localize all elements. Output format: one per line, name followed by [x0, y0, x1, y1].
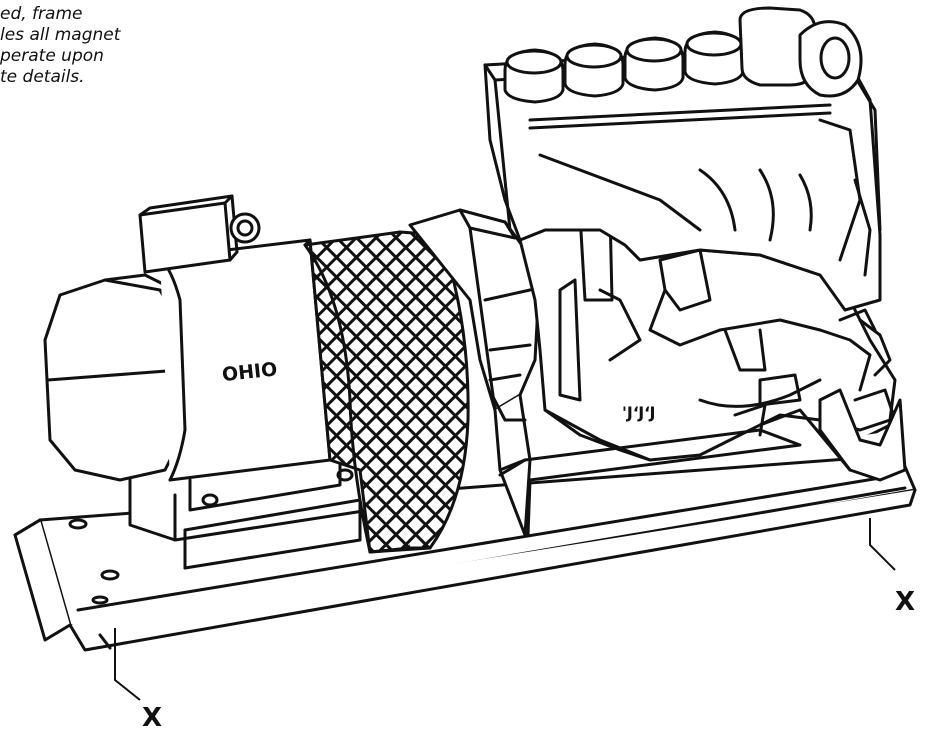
left-callout-leader	[114, 628, 141, 701]
oil-pan-marking: 'JʻJʻJ	[622, 403, 655, 422]
air-filter	[738, 6, 863, 98]
valve-cover-3	[623, 36, 685, 92]
caption-line-4: te details.	[0, 67, 85, 87]
left-callout-label: X	[142, 703, 162, 732]
valve-cover-4	[683, 30, 745, 86]
terminal-box	[138, 194, 261, 274]
generator-body	[158, 238, 332, 482]
caption-line-2: les all magnet	[0, 25, 121, 45]
skid-base	[13, 453, 917, 652]
right-callout-label: X	[895, 587, 915, 617]
valve-cover-1	[503, 48, 565, 104]
mesh-guard	[303, 230, 470, 554]
caption-line-3: perate upon	[0, 46, 104, 66]
caption-text: ed, frame les all magnet perate upon te …	[0, 4, 230, 88]
engine-mount-right	[733, 388, 907, 482]
right-callout-leader	[869, 518, 896, 571]
generator-end-cap	[43, 273, 187, 482]
engine-rail	[498, 428, 802, 537]
valve-cover-2	[563, 42, 625, 98]
valve-covers	[503, 6, 863, 104]
bell-housing	[408, 208, 542, 537]
caption-line-1: ed, frame	[0, 4, 83, 24]
